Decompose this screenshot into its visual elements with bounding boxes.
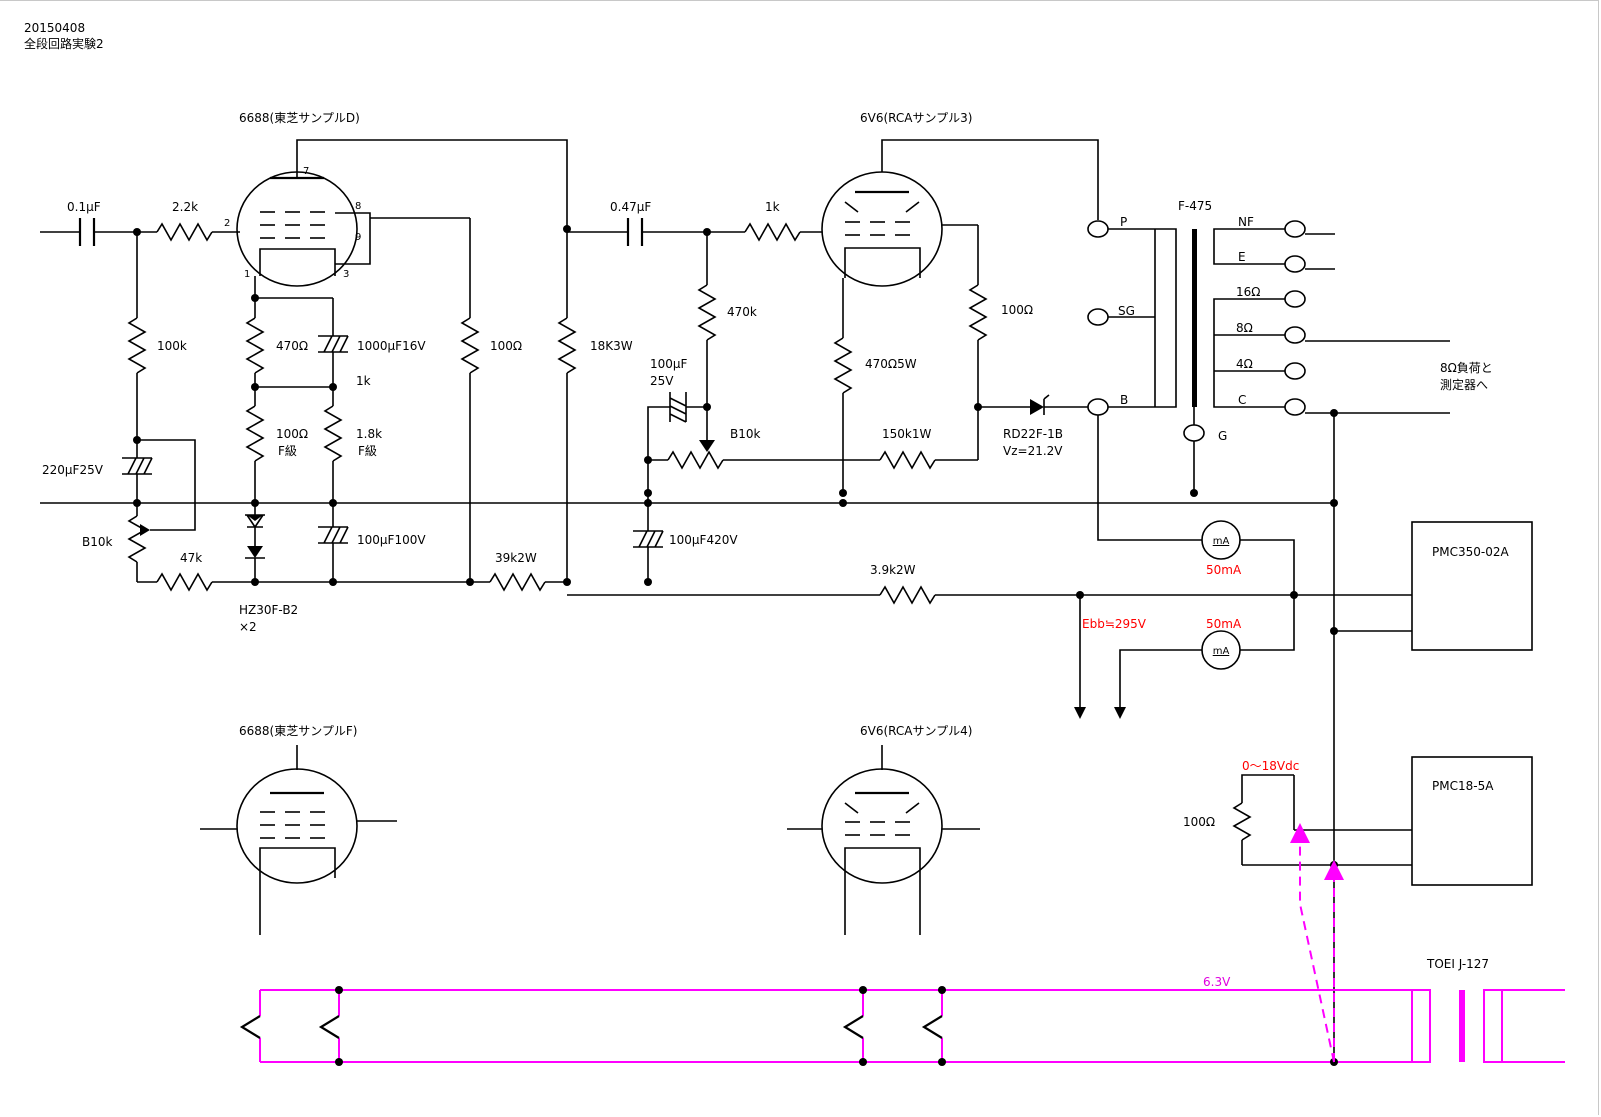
label-ebb: Ebb≒295V bbox=[1082, 617, 1147, 631]
label-r-470: 470Ω bbox=[276, 339, 308, 353]
psu-pmc18 bbox=[1411, 756, 1533, 886]
tube-label-6688-f: 6688(東芝サンプルF) bbox=[239, 723, 357, 738]
label-r-47k: 47k bbox=[180, 551, 202, 565]
label-zener-left: HZ30F-B2 bbox=[239, 603, 298, 617]
tube-label-6v6-3: 6V6(RCAサンプル3) bbox=[860, 111, 972, 125]
terminal-4 bbox=[1284, 362, 1306, 380]
label-c-100u25-a: 100μF bbox=[650, 357, 688, 371]
psu-pmc350 bbox=[1411, 521, 1533, 651]
terminal-e bbox=[1284, 255, 1306, 273]
output-stage-network: 470Ω5W 100Ω RD22F-1B Vz=21.2V bbox=[833, 139, 1099, 497]
terminal-label-g: G bbox=[1218, 429, 1227, 443]
label-c-220u: 220μF25V bbox=[42, 463, 104, 477]
label-c-100u420: 100μF420V bbox=[669, 533, 738, 547]
transformer-model: F-475 bbox=[1178, 199, 1212, 213]
label-r-1-8k: 1.8k bbox=[356, 427, 382, 441]
sec-label-4: 4Ω bbox=[1236, 357, 1253, 371]
label-c-047: 0.47μF bbox=[610, 200, 651, 214]
cathode-network-stage1: 470Ω 100Ω F級 1000μF16V 1k 1.8k F級 100μF1… bbox=[239, 276, 426, 634]
label-r-1-8k-grade: F級 bbox=[358, 444, 377, 458]
label-r-100f: 100Ω bbox=[276, 427, 308, 441]
label-c-100u25-b: 25V bbox=[650, 374, 674, 388]
label-c-1000u: 1000μF16V bbox=[357, 339, 426, 353]
heater-circuit: 6.3V TOEI J-127 bbox=[239, 823, 1565, 1066]
heater-transformer-label: TOEI J-127 bbox=[1426, 957, 1489, 971]
pin-1: 1 bbox=[244, 269, 250, 280]
label-r-1k-grid: 1k bbox=[765, 200, 780, 214]
meter-ma-2 bbox=[1201, 630, 1241, 670]
psu-low-range: 0〜18Vdc bbox=[1242, 759, 1299, 773]
tube-label-6688-d: 6688(東芝サンプルD) bbox=[239, 110, 360, 125]
label-r-100f-grade: F級 bbox=[278, 444, 297, 458]
diagram-date: 20150408 bbox=[24, 21, 86, 35]
label-vr-b10k-left: B10k bbox=[82, 535, 113, 549]
terminal-sg bbox=[1087, 308, 1109, 326]
terminal-8 bbox=[1284, 326, 1306, 344]
label-c-input: 0.1μF bbox=[67, 200, 101, 214]
load-note-1: 8Ω負荷と bbox=[1440, 361, 1493, 375]
label-zener-right: RD22F-1B bbox=[1003, 427, 1063, 441]
pin-8: 8 bbox=[355, 201, 361, 212]
label-r-100-plate: 100Ω bbox=[490, 339, 522, 353]
pin-7: 7 bbox=[303, 166, 309, 177]
tube-label-6v6-4: 6V6(RCAサンプル4) bbox=[860, 724, 972, 738]
terminal-p bbox=[1087, 220, 1109, 238]
diagram-header: 20150408 全段回路実験2 bbox=[24, 20, 104, 52]
label-r-470k: 470k bbox=[727, 305, 757, 319]
meter-reading-1: 50mA bbox=[1206, 563, 1242, 577]
meter-ma-1 bbox=[1201, 520, 1241, 560]
psu-low-label: PMC18-5A bbox=[1432, 779, 1494, 793]
label-zener-right-vz: Vz=21.2V bbox=[1003, 444, 1063, 458]
diagram-title: 全段回路実験2 bbox=[24, 37, 104, 51]
label-r-1k-mid: 1k bbox=[356, 374, 371, 388]
output-transformer: F-475 P SG B G NF E 16Ω 8Ω 4Ω C bbox=[1087, 199, 1493, 497]
heater-voltage: 6.3V bbox=[1203, 975, 1231, 989]
label-r-grid: 2.2k bbox=[172, 200, 198, 214]
tube-6688-f: 6688(東芝サンプルF) bbox=[200, 723, 397, 935]
tube-6688-d: 6688(東芝サンプルD) 7 2 8 9 1 3 bbox=[224, 110, 361, 287]
pin-9: 9 bbox=[355, 232, 361, 243]
terminal-nf bbox=[1284, 220, 1306, 238]
label-vr-b10k-right: B10k bbox=[730, 427, 761, 441]
tube-6v6-3: 6V6(RCAサンプル3) bbox=[821, 111, 972, 287]
meter-unit-1: mA bbox=[1213, 536, 1230, 547]
sec-label-e: E bbox=[1238, 250, 1246, 264]
pin-3: 3 bbox=[343, 269, 349, 280]
label-zener-left-qty: ×2 bbox=[239, 620, 257, 634]
sec-label-nf: NF bbox=[1238, 215, 1254, 229]
sec-label-16: 16Ω bbox=[1236, 285, 1260, 299]
psu-high-label: PMC350-02A bbox=[1432, 545, 1509, 559]
terminal-16 bbox=[1284, 290, 1306, 308]
label-r-470-5w: 470Ω5W bbox=[865, 357, 917, 371]
plate-network-stage1: 100Ω 39k2W 18K3W bbox=[296, 139, 633, 592]
terminal-g bbox=[1183, 424, 1205, 442]
terminal-label-b: B bbox=[1120, 393, 1128, 407]
label-r-100-heater: 100Ω bbox=[1183, 815, 1215, 829]
coupling-stage2: 0.47μF 1k 470k 100μF 25V B10k 150k1W 100… bbox=[567, 200, 978, 586]
meter-unit-2: mA bbox=[1213, 646, 1230, 657]
label-r-150k: 150k1W bbox=[882, 427, 931, 441]
load-note-2: 測定器へ bbox=[1440, 377, 1488, 392]
label-r-100k: 100k bbox=[157, 339, 187, 353]
power-supplies: PMC350-02A PMC18-5A 0〜18Vdc 100Ω bbox=[1183, 521, 1533, 886]
sec-label-8: 8Ω bbox=[1236, 321, 1253, 335]
label-r-39k: 39k2W bbox=[495, 551, 537, 565]
label-r-100-sg: 100Ω bbox=[1001, 303, 1033, 317]
terminal-b bbox=[1087, 398, 1109, 416]
label-r-3-9k: 3.9k2W bbox=[870, 563, 916, 577]
meter-reading-2: 50mA bbox=[1206, 617, 1242, 631]
tube-6v6-4: 6V6(RCAサンプル4) bbox=[787, 724, 980, 935]
terminal-label-p: P bbox=[1120, 215, 1127, 229]
sec-label-c: C bbox=[1238, 393, 1246, 407]
label-c-100u100: 100μF100V bbox=[357, 533, 426, 547]
terminal-c bbox=[1284, 398, 1306, 416]
terminal-label-sg: SG bbox=[1118, 304, 1135, 318]
label-r-18k: 18K3W bbox=[590, 339, 633, 353]
pin-2: 2 bbox=[224, 218, 230, 229]
